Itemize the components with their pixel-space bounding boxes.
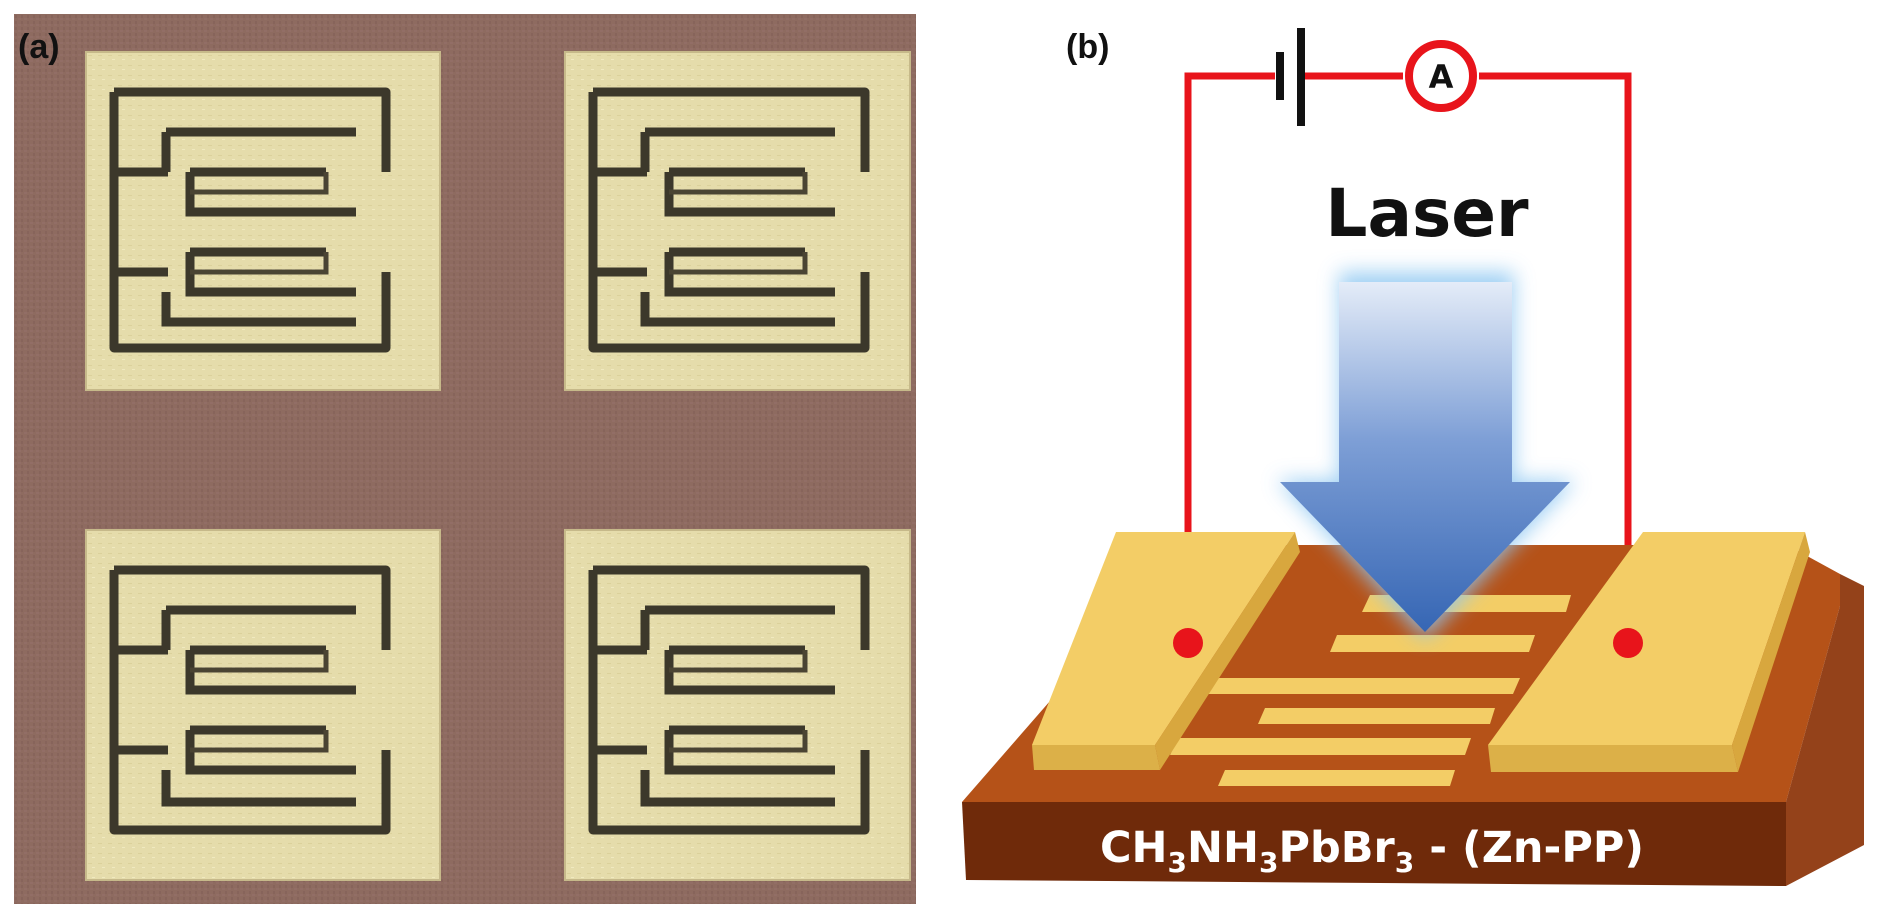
electrode-device-bottom-left	[85, 529, 441, 881]
finger-groove	[669, 172, 808, 275]
ammeter-symbol: A	[1429, 58, 1454, 96]
electrode-finger	[1258, 708, 1495, 724]
electrode-bar-left-side	[1155, 532, 1300, 770]
finger-groove	[640, 605, 835, 807]
finger-groove	[640, 127, 835, 327]
interdigitated-electrodes	[1032, 532, 1810, 786]
laser-label: Laser	[1325, 175, 1529, 252]
circuit-wire-left	[1184, 72, 1275, 645]
panel-a-label: (a)	[18, 28, 60, 66]
electrode-pad	[564, 51, 911, 391]
finger-groove	[190, 650, 329, 753]
substrate-label-part: CH	[1100, 823, 1168, 873]
schematic-panel: (b) A Laser CH3NH3PbBr3 - (	[962, 28, 1864, 886]
laser-arrow	[1280, 282, 1570, 632]
finger-groove	[161, 127, 356, 327]
substrate-label-part: - (Zn-PP)	[1414, 823, 1644, 873]
electrode-finger	[1170, 738, 1471, 755]
electrode-device-bottom-right	[564, 529, 911, 881]
panel-b-label: (b)	[1066, 28, 1109, 66]
electrode-device-top-right	[564, 51, 911, 391]
ammeter-icon: A	[1405, 40, 1477, 112]
finger-groove	[190, 172, 329, 275]
electrode-bar-left	[1032, 532, 1295, 745]
electrode-pad	[85, 529, 441, 881]
electrode-bar-right-side	[1732, 532, 1810, 772]
substrate-label-subscript: 3	[1168, 846, 1187, 879]
substrate-side	[1786, 574, 1864, 886]
electrode-groove	[109, 87, 391, 353]
finger-groove	[161, 605, 356, 807]
substrate-label-part: PbBr	[1278, 823, 1395, 873]
electrode-pad	[85, 51, 441, 391]
battery-icon	[1276, 28, 1305, 126]
circuit: A	[1184, 28, 1632, 645]
electrode-groove	[588, 565, 870, 835]
laser-arrow-icon	[1277, 272, 1576, 640]
contact-point-left	[1173, 628, 1203, 658]
electrode-finger	[1330, 635, 1535, 652]
electrode-finger	[1218, 770, 1455, 786]
substrate-front	[962, 802, 1786, 886]
electrode-bar-right	[1488, 532, 1805, 745]
electrode-device-top-left	[85, 51, 441, 391]
electrode-pad	[564, 529, 911, 881]
electrode-groove	[109, 565, 391, 835]
electrode-bar-right-front	[1488, 745, 1738, 772]
contact-point-right	[1613, 628, 1643, 658]
electrode-groove	[588, 87, 870, 353]
substrate-label: CH3NH3PbBr3 - (Zn-PP)	[1100, 823, 1644, 879]
circuit-wire-right	[1479, 72, 1632, 645]
electrode-finger	[1208, 678, 1520, 694]
electrode-bar-left-front	[1032, 745, 1160, 770]
finger-groove	[669, 650, 808, 753]
substrate-label-subscript: 3	[1259, 846, 1278, 879]
substrate-label-subscript: 3	[1395, 846, 1414, 879]
substrate-label-part: NH	[1187, 823, 1259, 873]
micrograph-panel: (a)	[14, 14, 916, 904]
